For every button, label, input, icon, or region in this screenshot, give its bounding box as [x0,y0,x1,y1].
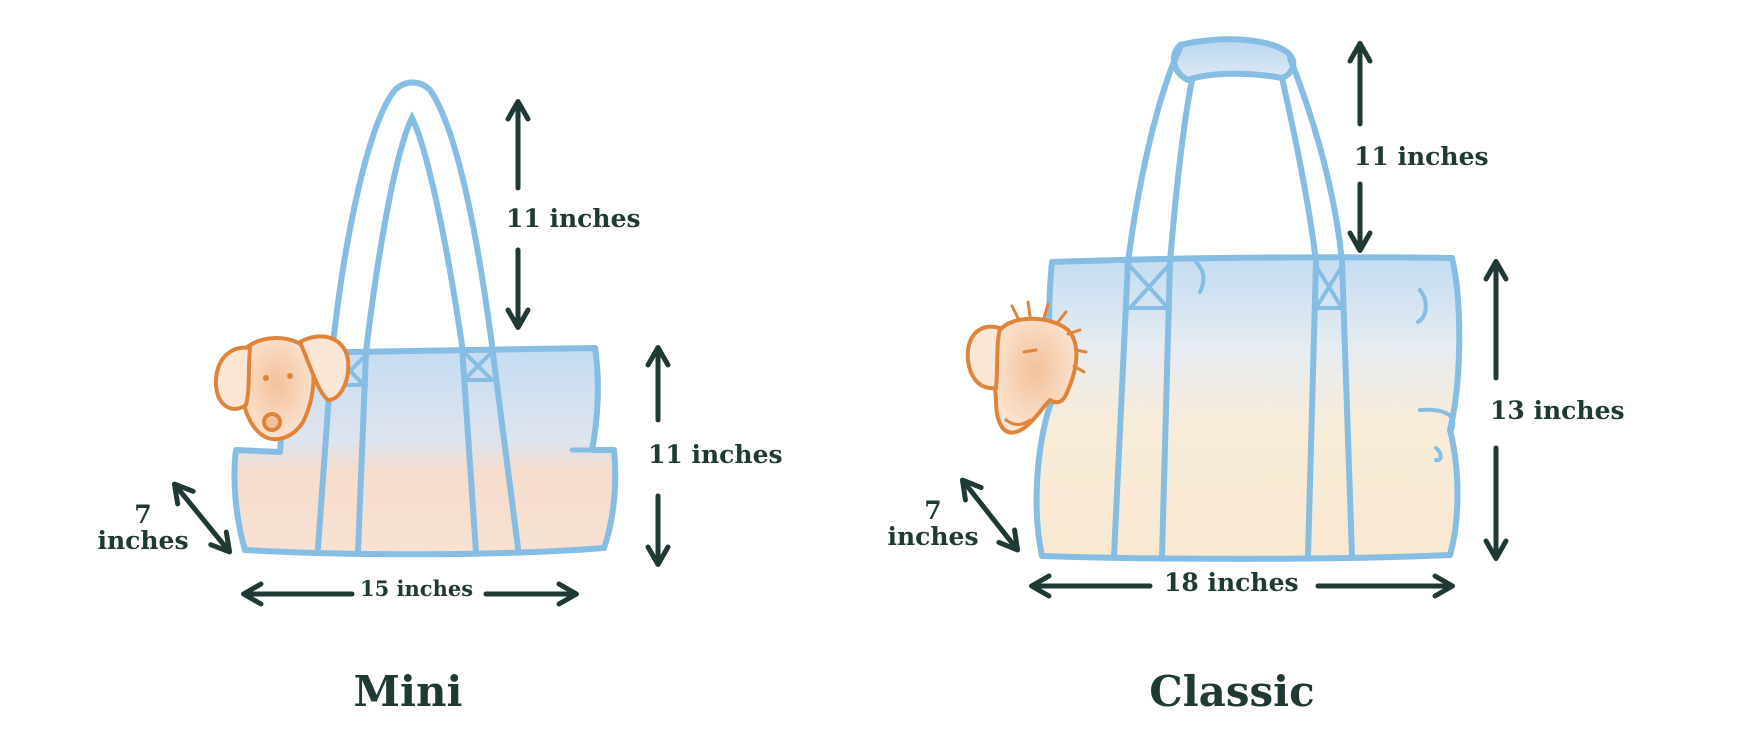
classic-handle-strap-inner [1167,75,1319,265]
shaggy-dog-eye [1022,348,1038,354]
classic-title: Classic [1149,667,1315,716]
classic-depth-unit: inches [887,522,979,552]
classic-top-fold [1194,260,1206,294]
dachshund-ear-right [298,334,351,402]
mini-depth-number: 7 [134,500,152,529]
mini-strap-x-stitch-right [462,350,496,382]
dachshund-icon [213,334,351,442]
mini-depth-arrow [171,481,233,555]
shaggy-dog-face [992,316,1079,435]
classic-body-strap-2 [1159,259,1173,559]
classic-bag-body [1033,254,1463,562]
classic-side-gusset [1416,288,1456,463]
classic-depth-label: 7 inches [886,496,980,552]
classic-depth-number: 7 [924,496,942,525]
shaggy-dog-icon [965,300,1088,435]
mini-side-pocket-left [233,447,281,455]
classic-strap-x-stitch-right [1312,264,1346,310]
mini-depth-label: 7 inches [96,500,190,556]
shaggy-dog-mouth [1004,418,1032,426]
dachshund-eye-right [287,373,293,379]
dachshund-ear-left [213,345,252,411]
mini-bag-illustration [231,79,619,558]
dachshund-eye-left [263,375,269,381]
classic-body-strap-1 [1111,259,1131,559]
classic-body-strap-3 [1305,259,1319,559]
mini-height-label: 11 inches [648,440,783,469]
classic-strap-length-label: 11 inches [1354,142,1489,171]
classic-strap-x-stitch-left [1128,264,1170,310]
classic-handle-strap-outer [1125,45,1345,265]
dachshund-nose [262,412,282,432]
mini-handle-strap-inner [363,111,465,355]
shaggy-dog-ear [965,324,1002,391]
mini-strap-length-label: 11 inches [506,204,641,233]
classic-body-strap-4 [1339,259,1355,559]
shaggy-dog-fur [1010,300,1088,374]
dachshund-face [237,336,316,442]
mini-title: Mini [353,667,463,716]
mini-body-strap-4 [489,343,521,551]
classic-depth-arrow [959,477,1021,553]
classic-height-label: 13 inches [1490,396,1625,425]
mini-handle-strap [329,79,495,356]
classic-handle-loop [1170,36,1297,83]
classic-bag-illustration [1033,36,1463,562]
mini-width-label: 15 inches [360,576,474,601]
classic-width-label: 18 inches [1164,568,1299,597]
mini-depth-unit: inches [97,526,189,556]
